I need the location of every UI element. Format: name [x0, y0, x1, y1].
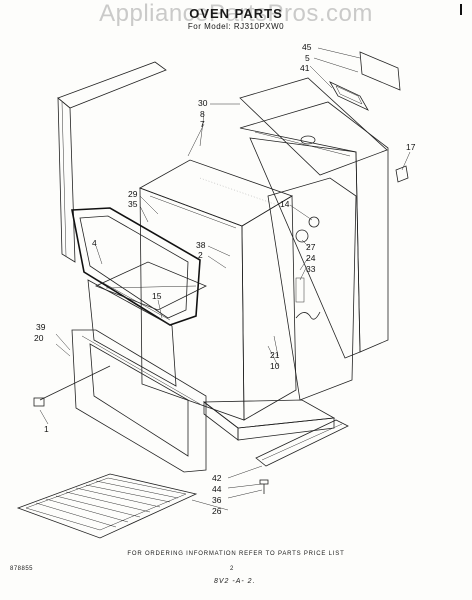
side-wall-right-part — [267, 177, 357, 401]
callout-45: 45 — [302, 42, 312, 52]
door-frame-part — [71, 207, 201, 387]
callout-39: 39 — [36, 322, 46, 332]
model-line: For Model: RJ310PXW0 — [187, 22, 285, 31]
callout-38: 38 — [196, 240, 206, 250]
inner-rack-part — [94, 261, 207, 311]
bottom-tray-part — [202, 399, 336, 441]
callout-5: 5 — [305, 53, 310, 63]
callout-10: 10 — [270, 361, 280, 371]
page-number: 2 — [230, 566, 234, 572]
callout-20: 20 — [34, 333, 44, 343]
bracket-17-part — [395, 165, 409, 183]
screw-part — [259, 479, 269, 494]
callout-26: 26 — [212, 506, 222, 516]
callout-1: 1 — [44, 424, 49, 434]
side-panel-part — [57, 61, 167, 263]
corner-mark — [460, 4, 462, 15]
callout-15: 15 — [152, 291, 162, 301]
oven-rack-part — [16, 473, 198, 539]
ordering-note: FOR ORDERING INFORMATION REFER TO PARTS … — [127, 551, 345, 557]
callout-14: 14 — [280, 199, 290, 209]
callout-leaders — [39, 47, 411, 511]
callout-44: 44 — [212, 484, 222, 494]
lower-frame-part — [71, 329, 207, 473]
callout-4: 4 — [92, 238, 97, 248]
callout-41: 41 — [300, 63, 310, 73]
callout-21: 21 — [270, 350, 280, 360]
callout-30: 30 — [198, 98, 208, 108]
callout-2: 2 — [198, 250, 203, 260]
callout-35: 35 — [128, 199, 138, 209]
oven-liner-part — [139, 159, 297, 421]
callout-29: 29 — [128, 189, 138, 199]
document-number: 878855 — [10, 566, 34, 572]
callout-42: 42 — [212, 473, 222, 483]
callout-36: 36 — [212, 495, 222, 505]
mounting-plate-part — [329, 51, 401, 111]
callout-17: 17 — [406, 142, 416, 152]
rear-panel-part — [239, 77, 389, 359]
callout-33: 33 — [306, 264, 316, 274]
trim-strip-part — [255, 419, 349, 467]
callout-24: 24 — [306, 253, 316, 263]
revision-code: 8V2 -A- 2. — [214, 578, 256, 585]
callout-8: 8 — [200, 109, 205, 119]
page-title: OVEN PARTS — [189, 6, 283, 21]
callout-7: 7 — [200, 119, 205, 129]
callout-labels: 45 5 41 30 8 7 17 14 29 35 4 38 2 27 24 … — [34, 42, 416, 516]
callout-27: 27 — [306, 242, 316, 252]
hinge-rod-part — [33, 365, 111, 407]
